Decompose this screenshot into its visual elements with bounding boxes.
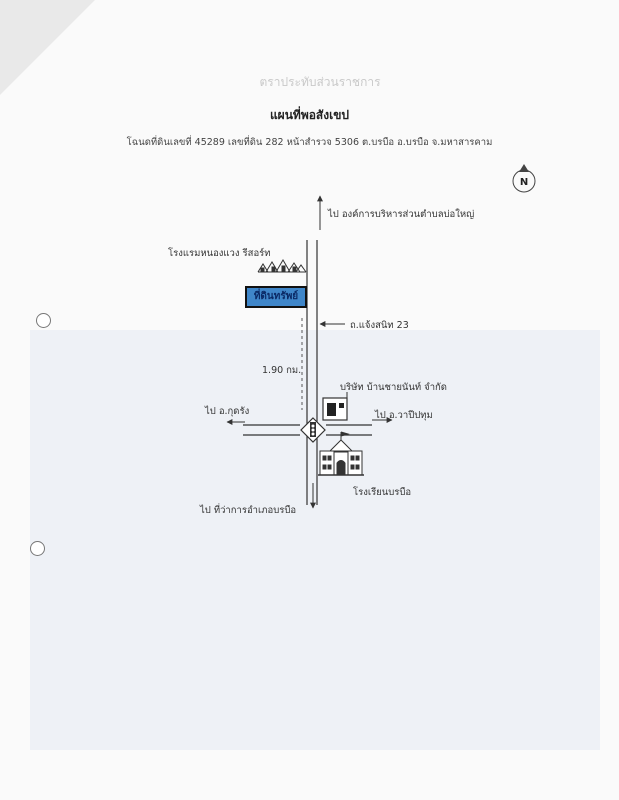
map-title: แผนที่พอสังเขป xyxy=(269,108,350,122)
punch-hole-top xyxy=(36,313,51,328)
plot-label: ที่ดินทรัพย์ xyxy=(253,291,299,302)
hotel-label: โรงแรมหนองแวง รีสอร์ท xyxy=(168,248,271,259)
school-icon xyxy=(318,431,364,476)
hotel-icon xyxy=(257,259,307,273)
school-label: โรงเรียนบรบือ xyxy=(353,487,412,498)
traffic-light-icon xyxy=(300,417,326,443)
cross-road xyxy=(243,424,372,436)
north-label: ไป องค์การบริหารส่วนตำบลบ่อใหญ่ xyxy=(328,209,475,220)
punch-hole-bottom xyxy=(30,541,45,556)
deed-subtitle: โฉนดที่ดินเลขที่ 45289 เลขที่ดิน 282 หน้… xyxy=(126,137,493,148)
plot-rectangle xyxy=(245,286,307,308)
company-label: บริษัท บ้านชายนันท์ จำกัด xyxy=(340,382,447,393)
compass-icon: N xyxy=(512,164,536,193)
page-fold xyxy=(0,0,95,95)
south-label: ไป ที่ว่าการอำเภอบรบือ xyxy=(200,505,297,516)
east-label: ไป อ.วาปีปทุม xyxy=(375,410,433,421)
company-icon xyxy=(322,392,348,421)
distance-label: 1.90 กม. xyxy=(262,365,302,376)
header-stamp: ตราประทับส่วนราชการ xyxy=(259,75,381,89)
main-road xyxy=(306,240,318,505)
scan-tint xyxy=(30,330,600,750)
road-label: ถ.แจ้งสนิท 23 xyxy=(350,320,409,331)
svg-text:N: N xyxy=(520,177,528,188)
west-label: ไป อ.กุดรัง xyxy=(205,406,250,417)
